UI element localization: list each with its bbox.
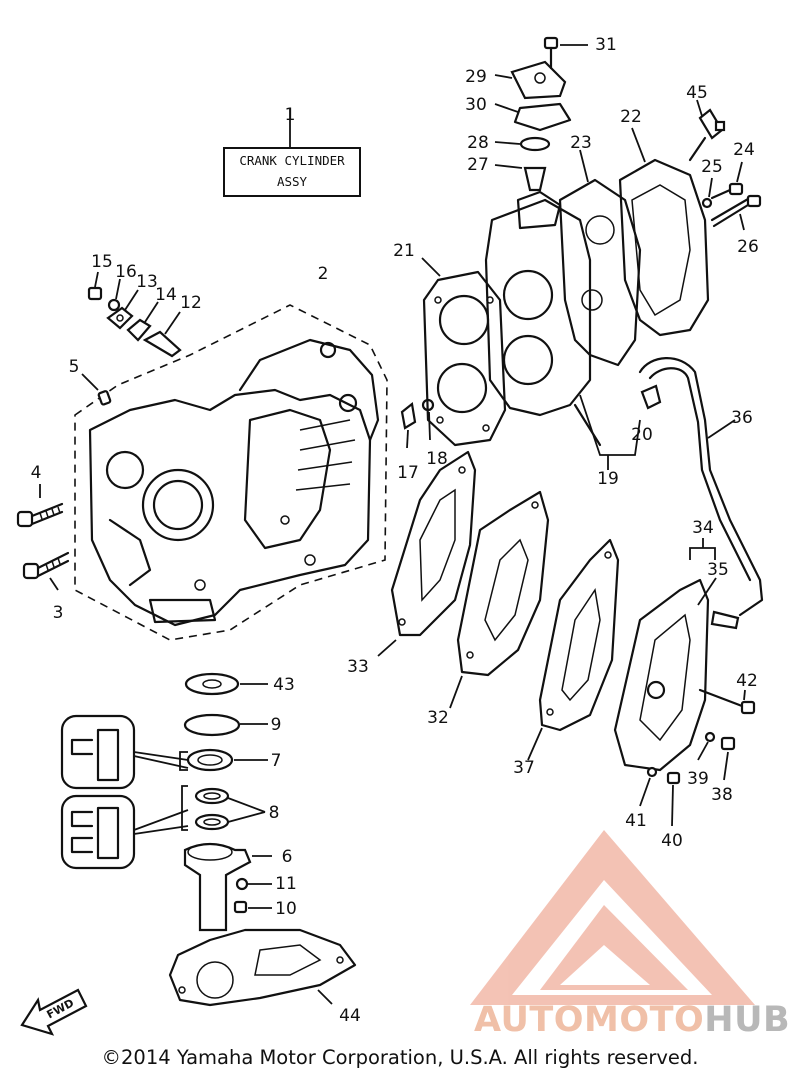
callout-38: 38	[711, 785, 733, 805]
watermark-logo	[470, 830, 755, 1005]
callout-35: 35	[707, 560, 729, 580]
callout-15: 15	[91, 252, 113, 272]
plate-part-37	[527, 538, 620, 761]
callout-2: 2	[318, 264, 329, 284]
thermostat-group	[494, 36, 588, 192]
callout-44: 44	[339, 1006, 361, 1026]
callout-1: 1	[285, 105, 296, 125]
callout-26: 26	[737, 237, 759, 257]
watermark-text: AUTOMOTOHUB	[474, 1000, 790, 1040]
callout-25: 25	[701, 157, 723, 177]
callout-16: 16	[115, 262, 137, 282]
callout-24: 24	[733, 140, 755, 160]
callout-14: 14	[155, 285, 177, 305]
callout-19: 19	[597, 469, 619, 489]
callout-22: 22	[620, 107, 642, 127]
callout-10: 10	[275, 899, 297, 919]
cover-part-34	[613, 538, 716, 772]
callout-7: 7	[271, 751, 282, 771]
callout-9: 9	[271, 715, 282, 735]
callout-11: 11	[275, 874, 297, 894]
gasket-part-44	[168, 928, 357, 1007]
head-cover-part-22	[618, 127, 710, 337]
callout-8: 8	[269, 803, 280, 823]
assembly-label-line2: ASSY	[277, 174, 308, 189]
clip-part-17	[400, 401, 417, 449]
copyright-notice: ©2014 Yamaha Motor Corporation, U.S.A. A…	[101, 1046, 699, 1069]
plate-part-32	[449, 490, 550, 709]
bolts-24-25-26	[701, 161, 762, 231]
gasket-part-23	[558, 149, 642, 367]
bracket-callout-19	[579, 394, 641, 470]
watermark-text-primary: AUTOMOTO	[474, 1000, 705, 1040]
callout-27: 27	[467, 155, 489, 175]
dowel-pin-part-5	[81, 373, 112, 406]
small-parts-12-16	[87, 271, 182, 358]
callout-45: 45	[686, 83, 708, 103]
callout-32: 32	[427, 708, 449, 728]
cylinder-head	[484, 190, 602, 447]
callout-6: 6	[282, 847, 293, 867]
gasket-part-33	[377, 450, 477, 657]
watermark-text-secondary: HUB	[704, 1000, 791, 1040]
callout-numbers: 1 2 3 4 5 6 7 8 9 10 11 12 13 14 15 16 1…	[31, 35, 759, 1026]
callout-28: 28	[467, 133, 489, 153]
callout-33: 33	[347, 657, 369, 677]
crankcase-assembly-part-2	[74, 304, 388, 641]
hose-part-36	[638, 357, 764, 617]
seal-stack	[183, 672, 272, 932]
callout-3: 3	[53, 603, 64, 623]
callout-31: 31	[595, 35, 617, 55]
callout-30: 30	[465, 95, 487, 115]
callout-36: 36	[731, 408, 753, 428]
forward-direction-arrow: FWD	[20, 988, 88, 1036]
callout-13: 13	[136, 272, 158, 292]
callout-5: 5	[69, 357, 80, 377]
bolt-part-4	[16, 502, 64, 528]
fitting-part-20	[640, 384, 662, 410]
sensor-part-45	[688, 99, 726, 162]
assembly-label-line1: CRANK CYLINDER	[239, 153, 345, 168]
bolt-part-3	[22, 551, 70, 580]
fitting-part-35	[697, 577, 740, 630]
callout-37: 37	[513, 758, 535, 778]
callout-23: 23	[570, 133, 592, 153]
callout-39: 39	[687, 769, 709, 789]
callout-17: 17	[397, 463, 419, 483]
callout-4: 4	[31, 463, 42, 483]
seal-orientation-inset-8	[60, 785, 189, 870]
callout-43: 43	[273, 675, 295, 695]
assembly-label: CRANK CYLINDER ASSY	[223, 108, 361, 197]
callout-40: 40	[661, 831, 683, 851]
callout-41: 41	[625, 811, 647, 831]
callout-21: 21	[393, 241, 415, 261]
callout-34: 34	[692, 518, 714, 538]
callout-20: 20	[631, 425, 653, 445]
callout-12: 12	[180, 293, 202, 313]
head-gasket-part-21	[421, 257, 507, 447]
callout-29: 29	[465, 67, 487, 87]
seal-orientation-inset-7	[60, 714, 189, 790]
callout-18: 18	[426, 449, 448, 469]
bolts-38-42	[639, 688, 756, 827]
callout-42: 42	[736, 671, 758, 691]
